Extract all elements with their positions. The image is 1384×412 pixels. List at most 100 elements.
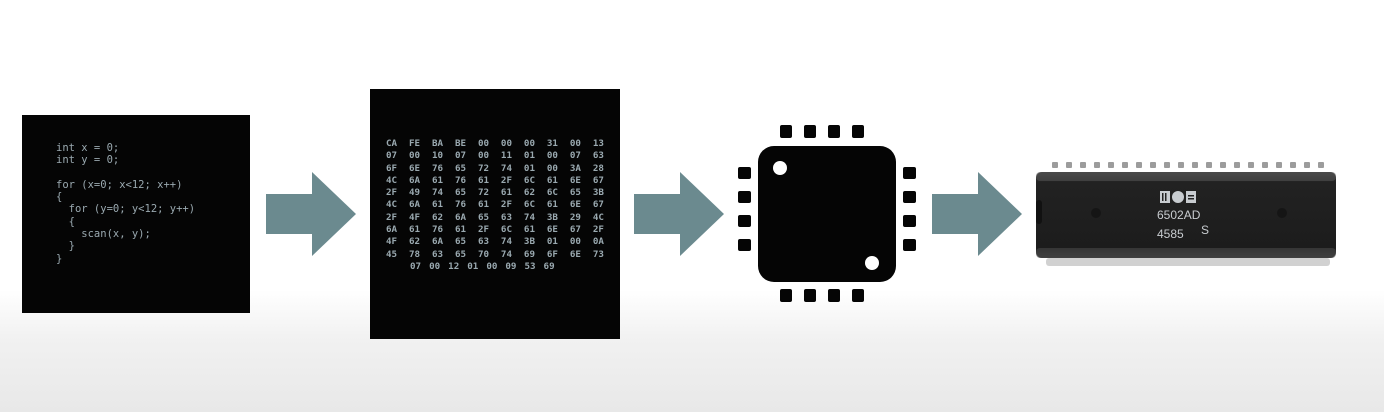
hex-byte: 61 (546, 174, 558, 186)
hex-byte: 11 (500, 150, 512, 162)
source-code-text: int x = 0; int y = 0; for (x=0; x<12; x+… (56, 142, 195, 265)
hex-byte: 4F (386, 236, 398, 248)
chip-body (758, 146, 896, 282)
hex-byte: 62 (408, 236, 421, 248)
hex-byte: 69 (523, 248, 535, 260)
hex-byte: 67 (592, 174, 604, 186)
microchip-icon (738, 125, 916, 302)
hex-byte: 61 (477, 174, 490, 186)
hex-byte: 61 (477, 199, 490, 211)
hex-byte: 4C (592, 211, 604, 223)
hex-byte: 4F (408, 211, 421, 223)
hex-byte: 29 (569, 211, 581, 223)
hex-byte: 76 (431, 162, 444, 174)
hex-byte: 6C (523, 174, 535, 186)
hex-byte: 00 (546, 162, 558, 174)
code-line: } (56, 240, 75, 253)
hex-byte: 72 (477, 187, 490, 199)
hex-byte: 61 (546, 199, 558, 211)
hex-byte: 3B (546, 211, 558, 223)
code-line: { (56, 191, 63, 204)
hex-byte: 53 (524, 260, 536, 272)
code-line: scan(x, y); (56, 228, 151, 241)
hex-byte: 00 (486, 260, 498, 272)
hex-byte: CA (386, 138, 398, 149)
right-arrow-icon (634, 172, 724, 256)
hex-byte: 10 (431, 150, 444, 162)
hex-byte: 67 (569, 224, 581, 236)
hex-byte: 63 (477, 236, 490, 248)
hex-byte: 65 (454, 248, 467, 260)
hex-byte: 6C (546, 187, 558, 199)
code-line: for (x=0; x<12; x++) (56, 178, 183, 191)
code-line: } (56, 252, 63, 265)
hex-byte: 0A (592, 236, 604, 248)
code-line: int x = 0; (56, 142, 120, 154)
hex-byte: 76 (431, 224, 444, 236)
right-arrow-icon (266, 172, 356, 256)
hex-byte: 74 (500, 236, 512, 248)
hex-byte: 13 (592, 138, 604, 149)
hex-byte: 74 (500, 162, 512, 174)
hex-byte: 3A (569, 162, 581, 174)
hex-byte: 62 (523, 187, 535, 199)
hex-byte: 01 (467, 260, 479, 272)
hex-byte: 6E (546, 224, 558, 236)
code-line: for (y=0; y<12; y++) (56, 203, 196, 216)
hex-byte: 07 (454, 150, 467, 162)
hex-byte: 6A (408, 174, 421, 186)
hex-byte: 07 (569, 150, 581, 162)
ic-chip-image (1036, 162, 1336, 266)
hex-byte: 6E (408, 162, 421, 174)
hex-byte: 65 (569, 187, 581, 199)
hex-byte: 6E (569, 174, 581, 186)
hex-byte: 6A (431, 236, 444, 248)
hex-byte: 76 (454, 199, 467, 211)
hex-byte: 3B (592, 187, 604, 199)
hex-byte: 69 (543, 260, 555, 272)
hex-byte: 28 (592, 162, 604, 174)
hex-byte: 00 (523, 138, 535, 149)
hex-byte: 6F (386, 162, 398, 174)
hex-byte: 61 (431, 174, 444, 186)
hex-byte: 67 (592, 199, 604, 211)
hex-byte: 6F (546, 248, 558, 260)
hex-byte: 73 (592, 248, 604, 260)
mos-logo (1160, 191, 1196, 203)
hex-byte: 2F (500, 174, 512, 186)
hex-byte: 01 (523, 162, 535, 174)
hex-byte: 61 (500, 187, 512, 199)
hex-byte: 63 (592, 150, 604, 162)
hex-byte: 09 (505, 260, 517, 272)
hex-byte: 6A (386, 224, 398, 236)
hex-byte: 70 (477, 248, 490, 260)
hex-byte: 12 (448, 260, 460, 272)
hex-byte: 00 (429, 260, 441, 272)
hex-byte: 00 (546, 150, 558, 162)
hex-byte: 76 (454, 174, 467, 186)
hex-byte: 74 (431, 187, 444, 199)
hex-byte: 2F (386, 187, 398, 199)
hex-byte: 6A (454, 211, 467, 223)
hex-byte: 00 (500, 138, 512, 149)
hex-byte: 6E (569, 248, 581, 260)
hex-byte: 65 (454, 162, 467, 174)
hex-byte: 07 (410, 260, 422, 272)
hex-byte: 65 (454, 187, 467, 199)
code-line: { (56, 215, 75, 228)
chip-date-code: 4585 (1157, 227, 1184, 241)
hex-byte: 62 (431, 211, 444, 223)
hex-byte: 3B (523, 236, 535, 248)
hex-byte: 61 (408, 224, 421, 236)
hex-byte: FE (408, 138, 421, 149)
hex-byte: 4C (386, 199, 398, 211)
